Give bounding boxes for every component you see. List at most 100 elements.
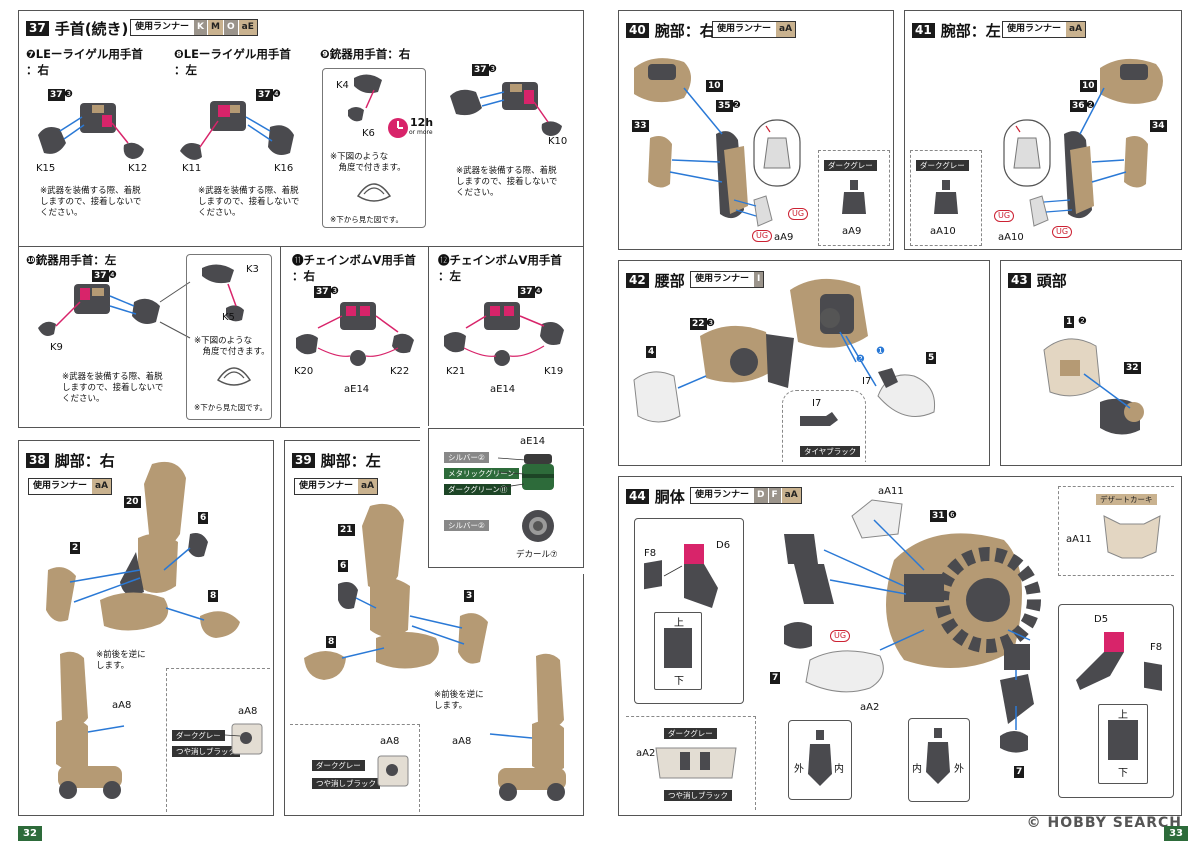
sub7-ref: 37 <box>48 89 65 101</box>
step44-part-aa2: aA2 <box>860 702 880 713</box>
sub9-note: ※武器を装備する際、着脱 しますので、接着しないで ください。 <box>456 166 558 198</box>
step44-part-7-right: 7 <box>1014 766 1025 778</box>
step40-inset-box <box>818 150 890 246</box>
page-number-left: 32 <box>18 826 42 841</box>
paint-box-canister <box>497 454 554 490</box>
sub7-part-k12: K12 <box>128 163 148 174</box>
step40-inset-part: aA9 <box>842 226 862 237</box>
paint-color-silver-2: シルバー② <box>444 520 489 531</box>
sub9-note-view: ※下から見た図です。 <box>330 215 404 224</box>
sub9-inset-box <box>322 68 426 228</box>
sub10-title: ❿銃器用手首：左 <box>26 253 117 267</box>
step44-part-f8-left: F8 <box>644 548 657 559</box>
sub10-note: ※武器を装備する際、着脱 しますので、接着しないで ください。 <box>62 372 164 404</box>
step44-top-left: 上 <box>674 618 684 629</box>
step41-ug-1: UG <box>994 210 1015 222</box>
sub11-title: ⓫チェインボムV用手首 ：右 <box>292 253 416 283</box>
step41-ug-2: UG <box>1052 226 1073 238</box>
step40-part-35: 35 <box>716 100 733 112</box>
step42-arrow-2: ❷ <box>856 354 865 365</box>
step38-inset-part: aA8 <box>238 706 258 717</box>
step43-head-illustration <box>1043 338 1144 435</box>
step39-note: ※前後を逆に します。 <box>434 690 484 711</box>
step38-inset-box <box>166 668 270 812</box>
sub9-note-angle: ※下図のような 角度で付きます。 <box>330 152 406 173</box>
page-number-right: 33 <box>1164 826 1188 841</box>
step37-number: 37 <box>26 21 49 36</box>
step44-khaki-inset <box>1058 486 1174 576</box>
sub10-inset-box <box>186 254 272 420</box>
cure-time-label: 12h <box>410 116 434 129</box>
sub8-illustration <box>180 101 294 160</box>
sub9-small-illustration <box>348 74 382 122</box>
paint-color-metallic-green: メタリックグリーン <box>444 468 519 479</box>
sub10-small-illustration <box>202 264 244 322</box>
step37-panel <box>18 10 584 428</box>
step40-ref-n: ❷ <box>732 100 741 111</box>
sub12-part-ae14: aE14 <box>490 384 516 395</box>
step40-ug-1: UG <box>788 208 809 220</box>
sub7-ref-n: ❸ <box>64 89 73 100</box>
sub-divider-1 <box>280 246 281 428</box>
step44-part-d5: D5 <box>1094 614 1109 625</box>
sub8-note: ※武器を装備する際、着脱 しますので、接着しないで ください。 <box>198 186 300 218</box>
sub12-ref-n: ❹ <box>534 286 543 297</box>
paint-box-decal <box>522 510 554 542</box>
step38-part-aa8: aA8 <box>112 700 132 711</box>
step40-part-10: 10 <box>706 80 723 92</box>
step42-number: 42 <box>626 273 649 288</box>
step44-d6-illustration <box>644 544 718 608</box>
step39-runner: 使用ランナー aA <box>294 478 379 495</box>
sub10-part-k5: K5 <box>222 312 235 323</box>
step41-number: 41 <box>912 23 935 38</box>
sub12-part-k21: K21 <box>446 366 466 377</box>
step38-leg-illustration <box>46 461 240 638</box>
step42-part-4: 4 <box>646 346 657 358</box>
step40-detail-circle <box>753 119 801 187</box>
sub12-illustration <box>444 302 564 366</box>
paint-box <box>428 428 584 568</box>
sub9-illustration <box>450 82 562 136</box>
step39-leg-side <box>489 653 566 801</box>
step41-inset-box <box>910 150 982 246</box>
sub8-ref-n: ❹ <box>272 89 281 100</box>
step40-ug-2: UG <box>752 230 773 242</box>
sub11-part-k22: K22 <box>390 366 410 377</box>
step39-number: 39 <box>292 453 315 468</box>
step42-ref-n: ❸ <box>706 318 715 329</box>
step44-d5-illustration <box>1076 632 1162 691</box>
step39-inset-part: aA8 <box>380 736 400 747</box>
step42-arrow-1: ❶ <box>876 346 885 357</box>
step44-in-left: 内 <box>834 764 844 775</box>
sub10-ref-n: ❹ <box>108 270 117 281</box>
sub9-part-k4: K4 <box>336 80 349 91</box>
step44-top-right: 上 <box>1118 710 1128 721</box>
sub10-note-view: ※下から見た図です。 <box>194 403 268 412</box>
paint-color-dark-green: ダークグリーン⑪ <box>444 484 512 495</box>
sub9-ref-n: ❸ <box>488 64 497 75</box>
sub9-ref: 37 <box>472 64 489 76</box>
step44-part-7-left: 7 <box>770 672 781 684</box>
step44-outin-illustration-left <box>808 730 832 786</box>
step41-inset-illustration <box>934 180 958 214</box>
step38-runner: 使用ランナー aA <box>28 478 113 495</box>
step39-part-6: 6 <box>338 560 349 572</box>
step42-inset-box <box>782 390 866 462</box>
step38-inset-illustration <box>209 723 263 755</box>
step38-leg-side <box>56 651 125 799</box>
step38-part-8: 8 <box>208 590 219 602</box>
watermark: © HOBBY SEARCH <box>1026 815 1182 831</box>
step37-runner: 使用ランナー K M O aE <box>130 19 258 36</box>
step39-inset-box <box>290 724 420 812</box>
cure-time-sub: or more <box>409 129 433 136</box>
step44-part-31: 31 <box>930 510 947 522</box>
sub11-ref-n: ❸ <box>330 286 339 297</box>
step40-part-33: 33 <box>632 120 649 132</box>
step43-ref-n: ❷ <box>1078 316 1087 327</box>
